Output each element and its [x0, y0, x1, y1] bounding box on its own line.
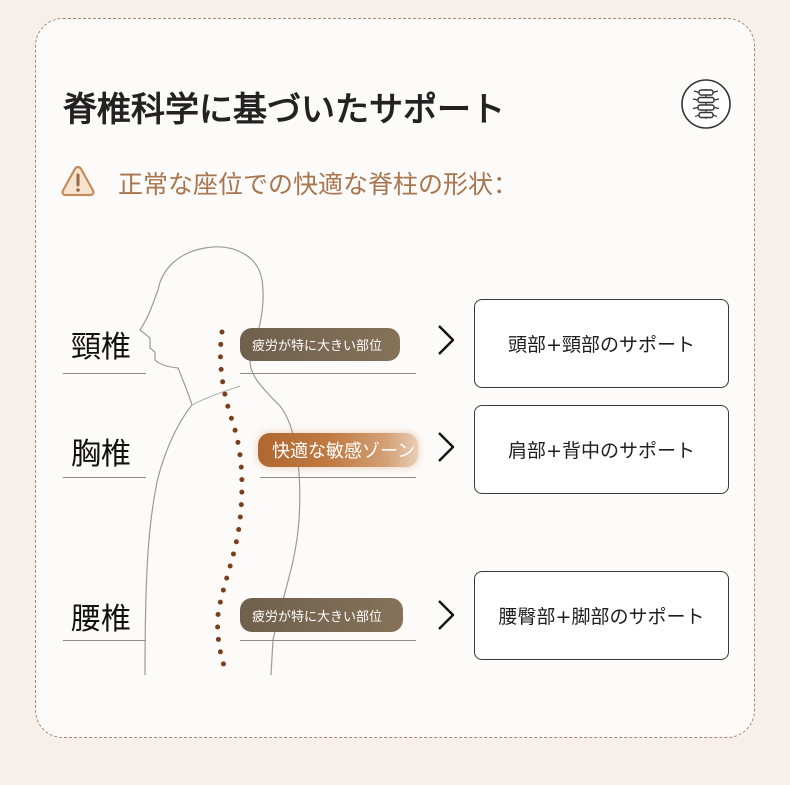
divider-line	[63, 373, 146, 374]
divider-line	[240, 640, 416, 641]
support-box-head-neck: 頭部+頸部のサポート	[474, 299, 729, 388]
fatigue-badge: 疲労が特に大きい部位	[240, 328, 400, 361]
badge-text: 疲労が特に大きい部位	[252, 339, 383, 354]
support-box-waist-legs: 腰臀部+脚部のサポート	[474, 571, 729, 660]
warning-text: 正常な座位での快適な脊柱の形状：	[118, 170, 519, 199]
divider-line	[63, 477, 146, 478]
chevron-right-icon	[438, 325, 455, 355]
divider-line	[63, 640, 146, 641]
support-text: 頭部+頸部のサポート	[508, 334, 695, 356]
label-lumbar: 腰椎	[71, 602, 131, 637]
spine-icon	[681, 79, 731, 129]
chevron-right-icon	[438, 432, 455, 462]
chevron-right-icon	[438, 600, 455, 630]
badge-text: 疲労が特に大きい部位	[252, 609, 383, 625]
label-cervical: 頸椎	[71, 330, 131, 365]
label-thoracic: 胸椎	[71, 437, 131, 472]
comfort-badge: 快適な敏感ゾーン	[258, 433, 418, 467]
support-text: 肩部+背中のサポート	[508, 440, 695, 462]
support-box-shoulder-back: 肩部+背中のサポート	[474, 405, 729, 494]
warning-icon	[61, 165, 95, 197]
fatigue-badge: 疲労が特に大きい部位	[240, 598, 403, 632]
divider-line	[260, 477, 416, 478]
support-text: 腰臀部+脚部のサポート	[498, 606, 705, 628]
divider-line	[240, 373, 416, 374]
badge-text: 快適な敏感ゾーン	[272, 441, 416, 462]
page-title: 脊椎科学に基づいたサポート	[63, 90, 505, 130]
